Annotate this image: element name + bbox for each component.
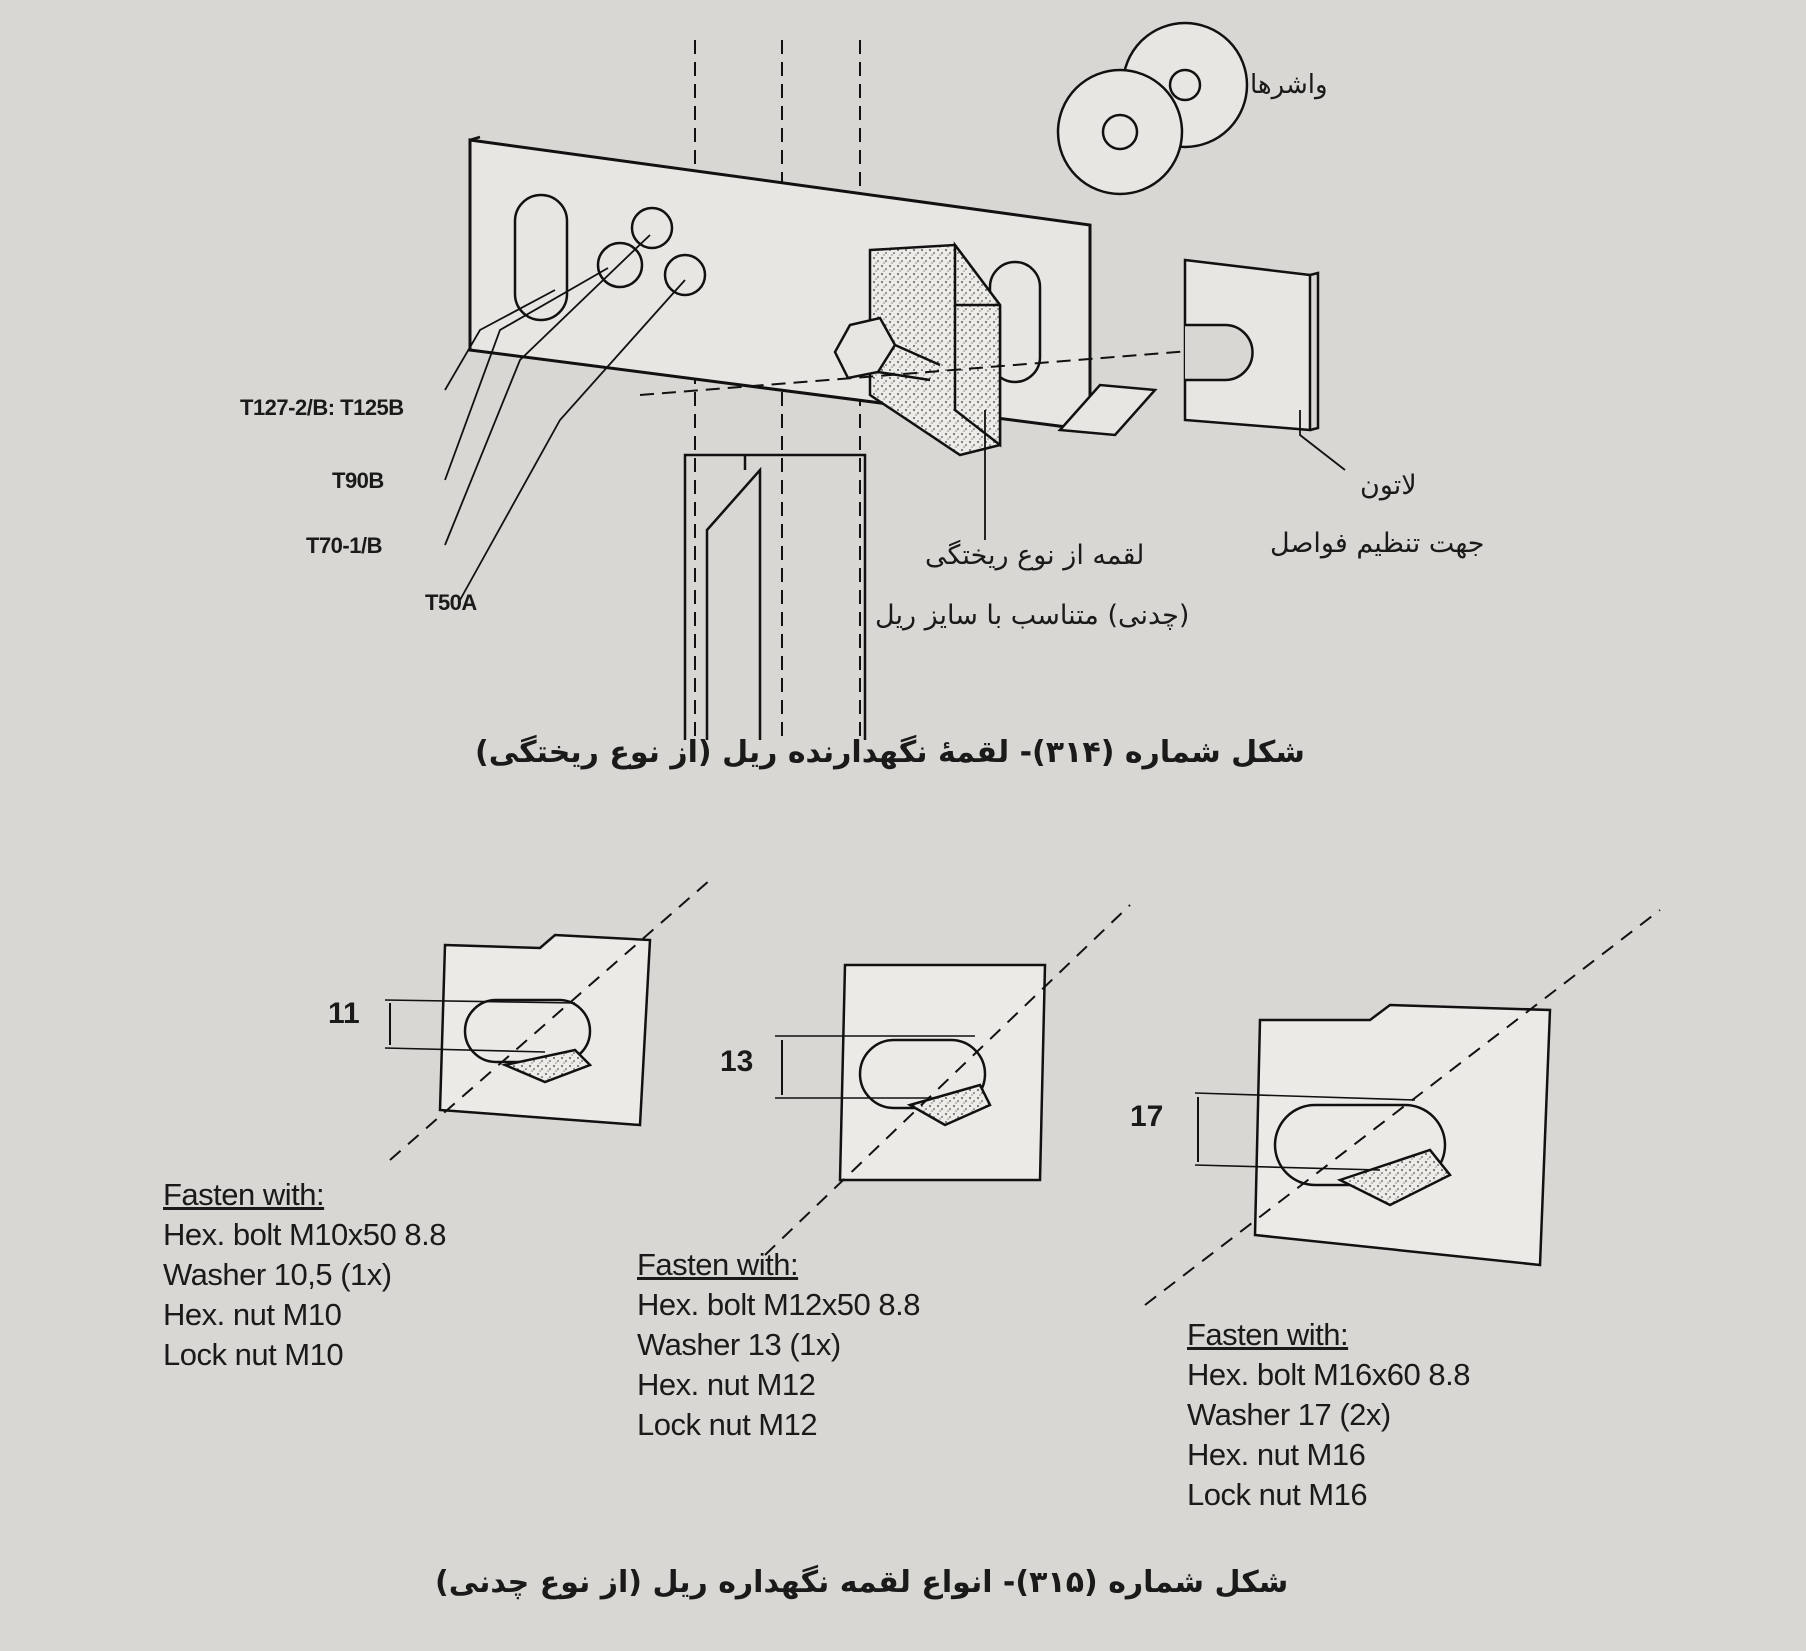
clip-3-fasten-list: Fasten with: Hex. bolt M16x60 8.8 Washer… <box>1187 1315 1470 1515</box>
clip-3-dimension: 17 <box>1130 1100 1164 1133</box>
fastener-item: Washer 10,5 (1x) <box>163 1257 392 1292</box>
figure-315-drawing <box>384 879 1661 1306</box>
clip-3 <box>1144 909 1661 1306</box>
washers-label: واشرها <box>1250 70 1328 100</box>
figure-314-drawing <box>444 21 1346 740</box>
part-label-t90b: T90B <box>332 468 384 493</box>
figure-314-caption: شکل شماره (۳۱۴)- لقمۀ نگهدارنده ریل (از … <box>475 735 1305 770</box>
fastener-item: Lock nut M12 <box>637 1407 818 1442</box>
washers-icon <box>1056 21 1249 196</box>
rail <box>683 453 867 740</box>
fastener-item: Hex. bolt M12x50 8.8 <box>637 1287 920 1322</box>
shim-label-line2: جهت تنظیم فواصل <box>1270 528 1485 559</box>
clip-1-dimension: 11 <box>328 997 360 1030</box>
clip-1 <box>384 879 711 1161</box>
bolt-head <box>833 316 941 382</box>
fastener-item: Lock nut M16 <box>1187 1477 1368 1512</box>
fastener-item: Washer 17 (2x) <box>1187 1397 1391 1432</box>
figure-315-caption: شکل شماره (۳۱۵)- انواع لقمه نگهداره ریل … <box>435 1565 1289 1600</box>
clip-2-fasten-list: Fasten with: Hex. bolt M12x50 8.8 Washer… <box>637 1245 920 1445</box>
fasten-heading: Fasten with: <box>1187 1317 1349 1352</box>
fasten-heading: Fasten with: <box>637 1247 799 1282</box>
part-label-t50a: T50A <box>425 590 477 615</box>
clip-2 <box>764 904 1131 1256</box>
bracket-plate <box>468 135 1158 437</box>
fastener-item: Lock nut M10 <box>163 1337 344 1372</box>
fastener-item: Washer 13 (1x) <box>637 1327 841 1362</box>
fastener-item: Hex. bolt M16x60 8.8 <box>1187 1357 1470 1392</box>
fastener-item: Hex. nut M16 <box>1187 1437 1366 1472</box>
cast-clip <box>868 241 1002 457</box>
part-label-t127: T127-2/B: T125B <box>240 395 404 420</box>
shim-plate <box>1183 258 1320 432</box>
clip-2-dimension: 13 <box>720 1045 754 1078</box>
clip-label-line1: لقمه از نوع ریختگی <box>925 540 1145 571</box>
fasten-heading: Fasten with: <box>163 1177 325 1212</box>
fastener-item: Hex. nut M12 <box>637 1367 816 1402</box>
fastener-item: Hex. bolt M10x50 8.8 <box>163 1217 446 1252</box>
fastener-item: Hex. nut M10 <box>163 1297 342 1332</box>
clip-label-line2: (چدنی) متناسب با سایز ریل <box>875 600 1190 631</box>
clip-1-fasten-list: Fasten with: Hex. bolt M10x50 8.8 Washer… <box>163 1175 446 1375</box>
part-label-t70: T70-1/B <box>306 533 382 558</box>
shim-label-line1: لاتون <box>1360 470 1417 501</box>
